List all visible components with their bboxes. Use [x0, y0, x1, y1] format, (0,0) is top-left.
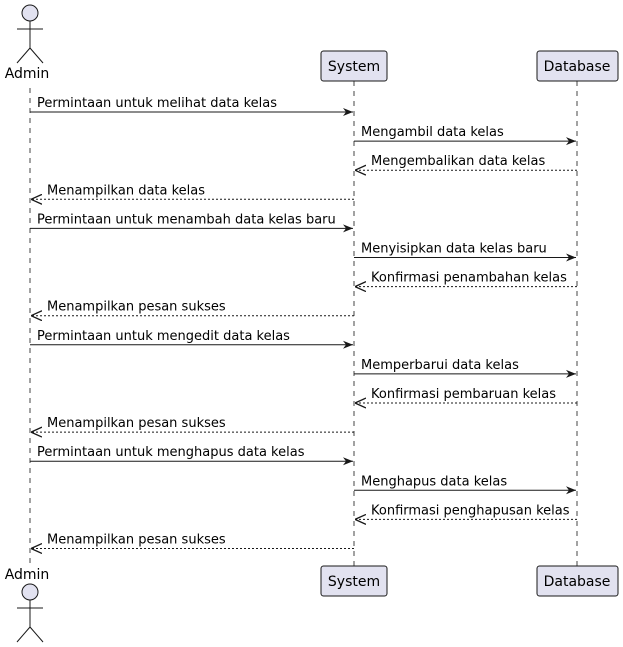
actor-label: Admin	[5, 567, 50, 583]
message-label: Menghapus data kelas	[361, 474, 507, 489]
actor-leg-left	[16, 47, 31, 64]
participant-box	[536, 50, 619, 82]
message-label: Konfirmasi penambahan kelas	[371, 271, 567, 286]
participant-label: System	[328, 574, 380, 590]
message-label: Permintaan untuk melihat data kelas	[37, 96, 277, 111]
participant-system-bottom: System	[320, 565, 388, 597]
message-label: Memperbarui data kelas	[361, 358, 519, 373]
message-list: Permintaan untuk melihat data kelasMenga…	[30, 96, 577, 549]
actor-leg-right	[29, 626, 44, 643]
participant-system-top: System	[320, 50, 388, 82]
participant-box	[536, 565, 619, 597]
actor-admin-top: Admin	[5, 4, 50, 82]
participant-database-bottom: Database	[536, 565, 619, 597]
message-label: Permintaan untuk menambah data kelas bar…	[37, 212, 336, 227]
message-label: Menampilkan pesan sukses	[47, 416, 226, 431]
message-label: Permintaan untuk menghapus data kelas	[37, 445, 305, 460]
actor-admin-bottom: Admin	[5, 567, 50, 643]
participant-label: Database	[544, 574, 611, 590]
message-label: Konfirmasi pembaruan kelas	[371, 387, 556, 402]
message-label: Permintaan untuk mengedit data kelas	[37, 329, 290, 344]
actor-head	[21, 4, 39, 22]
participant-box	[320, 50, 388, 82]
participant-label: System	[328, 59, 380, 75]
actor-label: Admin	[5, 66, 50, 82]
message-label: Mengambil data kelas	[361, 125, 504, 140]
message-label: Mengembalikan data kelas	[371, 154, 546, 169]
message-label: Menampilkan pesan sukses	[47, 533, 226, 548]
participant-database-top: Database	[536, 50, 619, 82]
message-label: Konfirmasi penghapusan kelas	[371, 503, 570, 518]
participant-box	[320, 565, 388, 597]
actor-head	[21, 583, 39, 601]
actor-leg-right	[29, 47, 44, 64]
message-label: Menampilkan data kelas	[47, 183, 205, 198]
message-label: Menyisipkan data kelas baru	[361, 242, 547, 257]
message-label: Menampilkan pesan sukses	[47, 300, 226, 315]
actor-leg-left	[16, 626, 31, 643]
participant-label: Database	[544, 59, 611, 75]
